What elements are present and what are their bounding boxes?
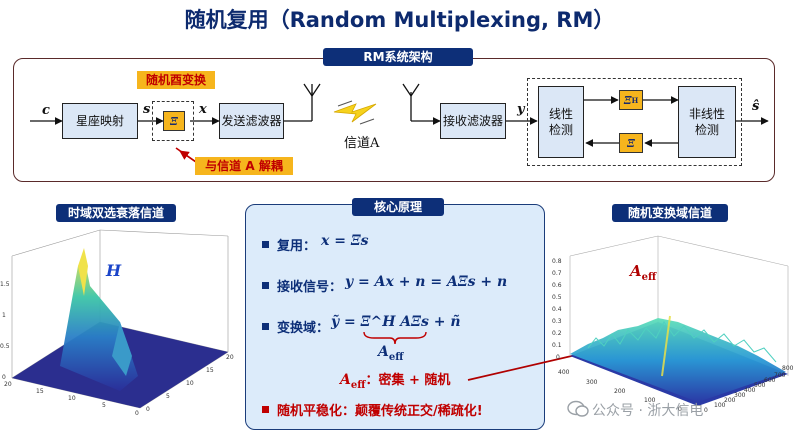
left-x-tick: 10 <box>68 395 76 402</box>
right-y-tick: 200 <box>724 397 736 404</box>
left-y-tick: 20 <box>226 354 234 361</box>
linear-detector-block: 线性检测 <box>538 86 584 158</box>
bullet-marker <box>262 282 269 289</box>
left-y-tick: 10 <box>186 380 194 387</box>
xi-h-symbol: Ξ <box>623 93 632 107</box>
signal-c: c <box>42 103 50 118</box>
left-x-tick: 15 <box>36 388 44 395</box>
signal-s-hat: ŝ <box>752 99 760 114</box>
right-z-tick: 0.1 <box>552 342 562 349</box>
core-item-label: 变换域： <box>277 321 330 336</box>
detector-dashed-box <box>527 78 742 166</box>
unitary-transform-tag: 随机酉变换 <box>137 71 215 89</box>
right-plot-title: 随机变换域信道 <box>612 204 728 222</box>
page-title: 随机复用（Random Multiplexing, RM） <box>184 8 615 32</box>
core-item-label: 接收信号： <box>277 280 343 295</box>
right-z-tick: 0 <box>556 354 560 361</box>
right-x-tick: 200 <box>614 388 626 395</box>
signal-y: y <box>517 102 525 117</box>
right-y-tick: 500 <box>754 382 766 389</box>
core-principle-box <box>245 204 545 430</box>
right-x-tick: 400 <box>558 369 570 376</box>
right-y-tick: 700 <box>774 372 786 379</box>
core-item-equation: x = Ξs <box>321 233 369 249</box>
right-plot-label: Aeff <box>628 262 657 283</box>
signal-x: x <box>199 102 207 117</box>
brace-label: Aeff <box>378 344 403 363</box>
left-y-tick: 0 <box>146 406 150 413</box>
channel-label: 信道A <box>344 136 380 151</box>
right-plot-axes <box>569 235 789 376</box>
left-x-tick: 5 <box>102 402 106 409</box>
core-tag: 核心原理 <box>352 198 444 216</box>
right-z-tick: 0.6 <box>552 282 562 289</box>
left-x-tick: 20 <box>4 381 12 388</box>
core-item-label: 复用： <box>277 239 317 254</box>
aeff-symbol: Aeff <box>340 372 366 391</box>
xi-dashed-box <box>152 101 194 141</box>
rx-filter-block: 接收滤波器 <box>440 103 506 139</box>
core-item-equation: y = Ax + n = AΞs + n <box>345 274 508 290</box>
left-plot-label: H <box>105 261 122 280</box>
left-surface-plot: H 0 0.5 1 1.5 20 15 10 5 0 0 5 10 15 20 <box>0 229 234 416</box>
right-y-tick: 800 <box>782 365 794 372</box>
aeff-note: ：密集 + 随机 <box>365 373 451 388</box>
architecture-tag: RM系统架构 <box>323 48 473 66</box>
brace-sub: eff <box>388 351 404 363</box>
right-x-tick: 100 <box>644 397 656 404</box>
left-y-tick: 5 <box>166 393 170 400</box>
right-y-tick: 100 <box>714 402 726 409</box>
xi-rx-block: Ξ <box>619 133 643 153</box>
left-z-tick: 1.5 <box>0 281 10 288</box>
bullet-marker <box>262 241 269 248</box>
left-z-tick: 0.5 <box>0 343 10 350</box>
bullet-marker <box>262 406 269 413</box>
aeff-note-line: Aeff：密集 + 随机 <box>340 369 450 391</box>
left-plot-title: 时域双选衰落信道 <box>56 204 176 222</box>
signal-s: s <box>143 102 151 117</box>
decouple-tag: 与信道 A 解耦 <box>195 157 293 175</box>
left-x-tick: 0 <box>135 410 139 416</box>
xi-tx-block: Ξ <box>163 111 185 131</box>
right-z-tick: 0.4 <box>552 306 562 313</box>
tx-filter-block: 发送滤波器 <box>219 103 284 139</box>
right-z-tick: 0.8 <box>552 258 562 265</box>
right-y-tick: 400 <box>744 387 756 394</box>
xi-h-superscript: H <box>631 95 639 105</box>
right-x-tick: 0 <box>678 406 682 413</box>
watermark: 公众号 · 浙大信电 <box>592 403 704 419</box>
right-z-tick: 0.2 <box>552 330 562 337</box>
core-last-item: 随机平稳化：颠覆传统正交/稀疏化! <box>277 404 483 419</box>
bullet-marker <box>262 323 269 330</box>
right-x-tick: 300 <box>586 379 598 386</box>
right-y-tick: 600 <box>764 377 776 384</box>
wechat-icon <box>567 400 589 417</box>
right-y-tick: 0 <box>704 407 708 414</box>
right-surface-plot: Aeff 0 0.1 0.2 0.3 0.4 0.5 0.6 0.7 0.8 4… <box>552 235 794 414</box>
core-item-equation: ỹ = Ξ^H AΞs + ñ <box>331 314 461 330</box>
constellation-mapper-block: 星座映射 <box>62 103 138 139</box>
left-z-tick: 0 <box>2 374 6 381</box>
brace <box>363 331 427 345</box>
brace-a: A <box>378 344 389 360</box>
nonlinear-detector-block: 非线性检测 <box>678 86 736 158</box>
left-y-tick: 15 <box>206 367 214 374</box>
right-y-tick: 300 <box>734 392 746 399</box>
right-z-tick: 0.5 <box>552 294 562 301</box>
right-z-tick: 0.7 <box>552 270 562 277</box>
right-z-tick: 0.3 <box>552 318 562 325</box>
left-z-tick: 1 <box>2 312 6 319</box>
